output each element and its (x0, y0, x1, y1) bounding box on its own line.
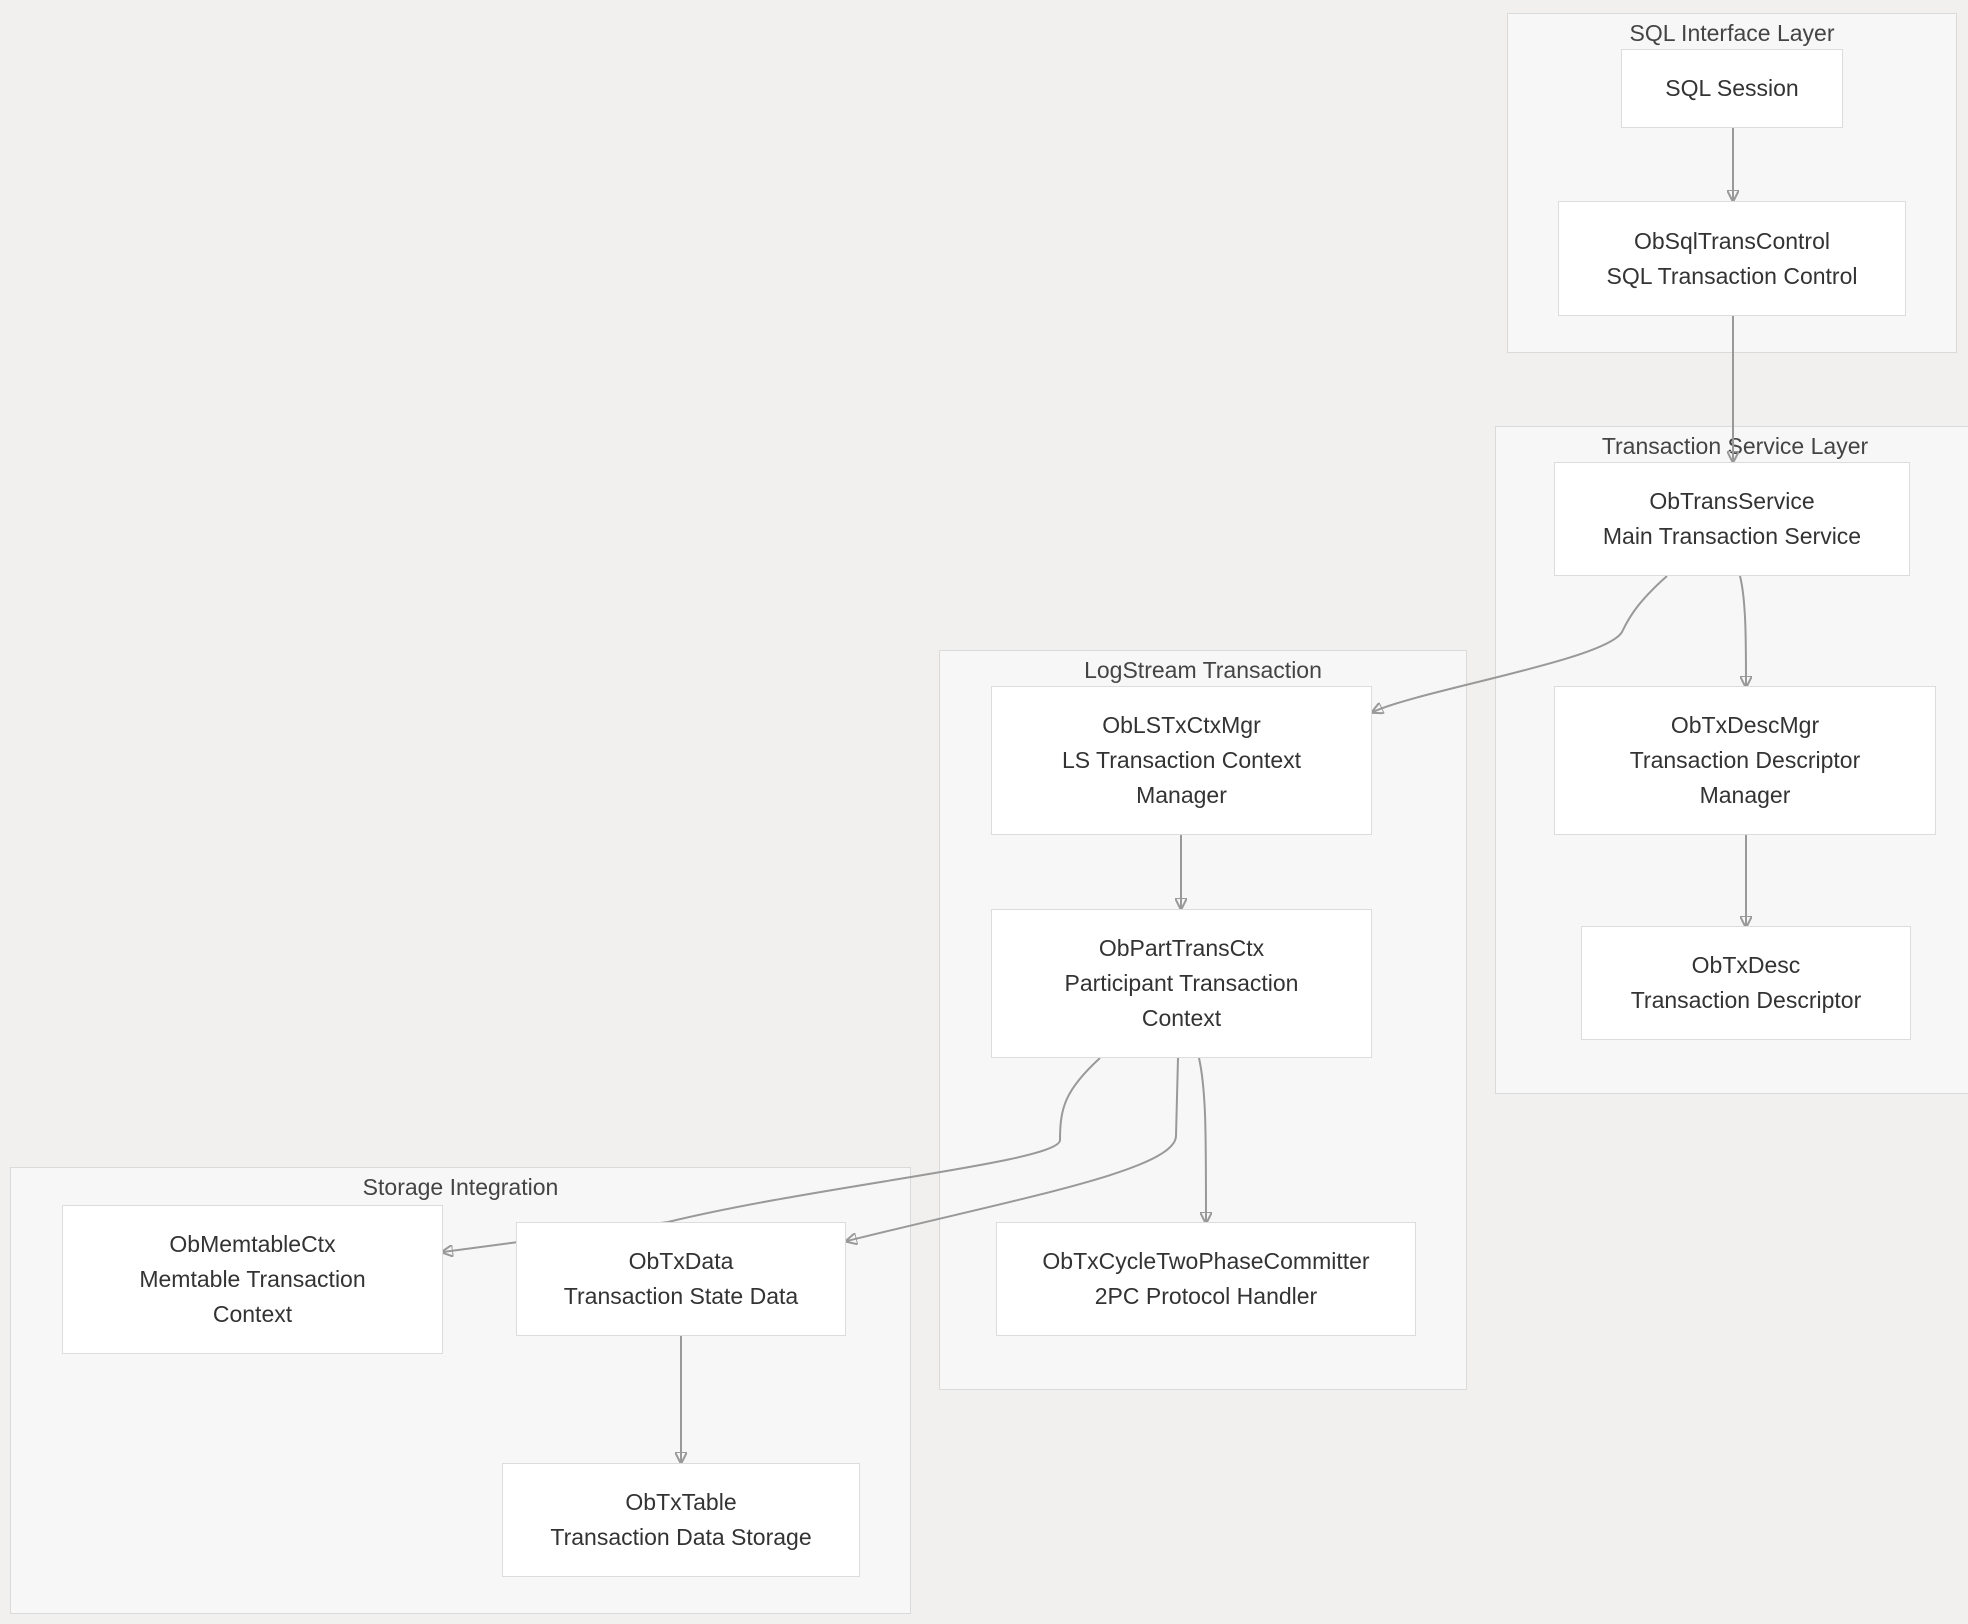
node-ob-tx-cycle-two-phase-committer: ObTxCycleTwoPhaseCommitter 2PC Protocol … (996, 1222, 1416, 1336)
node-ob-tx-table: ObTxTable Transaction Data Storage (502, 1463, 860, 1577)
group-title: LogStream Transaction (1084, 657, 1322, 683)
group-title: Transaction Service Layer (1601, 433, 1869, 459)
node-line: ObTxTable (625, 1489, 737, 1515)
node-ob-tx-data: ObTxData Transaction State Data (516, 1222, 846, 1336)
node-line: SQL Transaction Control (1606, 262, 1858, 289)
node-line: ObPartTransCtx (1098, 935, 1265, 961)
node-line: Manager (1136, 782, 1227, 808)
node-ob-tx-desc: ObTxDesc Transaction Descriptor (1581, 926, 1911, 1040)
node-line: Memtable Transaction (139, 1266, 366, 1292)
node-ob-ls-tx-ctx-mgr: ObLSTxCtxMgr LS Transaction Context Mana… (991, 686, 1372, 835)
group-title: Storage Integration (362, 1174, 559, 1200)
node-sql-session: SQL Session (1621, 49, 1843, 128)
node-line: ObTxDesc (1691, 952, 1801, 978)
node-ob-part-trans-ctx: ObPartTransCtx Participant Transaction C… (991, 909, 1372, 1058)
node-line: Participant Transaction (1064, 970, 1299, 996)
node-line: ObTransService (1649, 488, 1815, 514)
group-title: SQL Interface Layer (1629, 20, 1835, 46)
node-line: ObTxDescMgr (1670, 712, 1820, 738)
node-line: ObTxData (628, 1248, 734, 1274)
node-line: ObSqlTransControl (1633, 227, 1830, 254)
node-line: ObTxCycleTwoPhaseCommitter (1042, 1248, 1370, 1274)
node-line: Transaction Descriptor (1630, 987, 1862, 1013)
node-line: ObLSTxCtxMgr (1102, 712, 1261, 738)
node-line: LS Transaction Context (1061, 747, 1302, 773)
node-ob-trans-service: ObTransService Main Transaction Service (1554, 462, 1910, 576)
node-line: Context (212, 1301, 293, 1327)
node-line: Main Transaction Service (1602, 523, 1862, 549)
node-line: ObMemtableCtx (169, 1231, 336, 1257)
node-line: Manager (1699, 782, 1791, 808)
node-line: Transaction Descriptor (1629, 747, 1861, 773)
node-line: 2PC Protocol Handler (1094, 1283, 1318, 1309)
node-line: Context (1141, 1005, 1222, 1031)
node-ob-tx-desc-mgr: ObTxDescMgr Transaction Descriptor Manag… (1554, 686, 1936, 835)
node-line: Transaction State Data (563, 1283, 799, 1309)
node-line: Transaction Data Storage (550, 1524, 812, 1550)
node-line: SQL Session (1665, 75, 1799, 101)
node-ob-sql-trans-control: ObSqlTransControl SQL Transaction Contro… (1558, 201, 1906, 316)
node-ob-memtable-ctx: ObMemtableCtx Memtable Transaction Conte… (62, 1205, 443, 1354)
